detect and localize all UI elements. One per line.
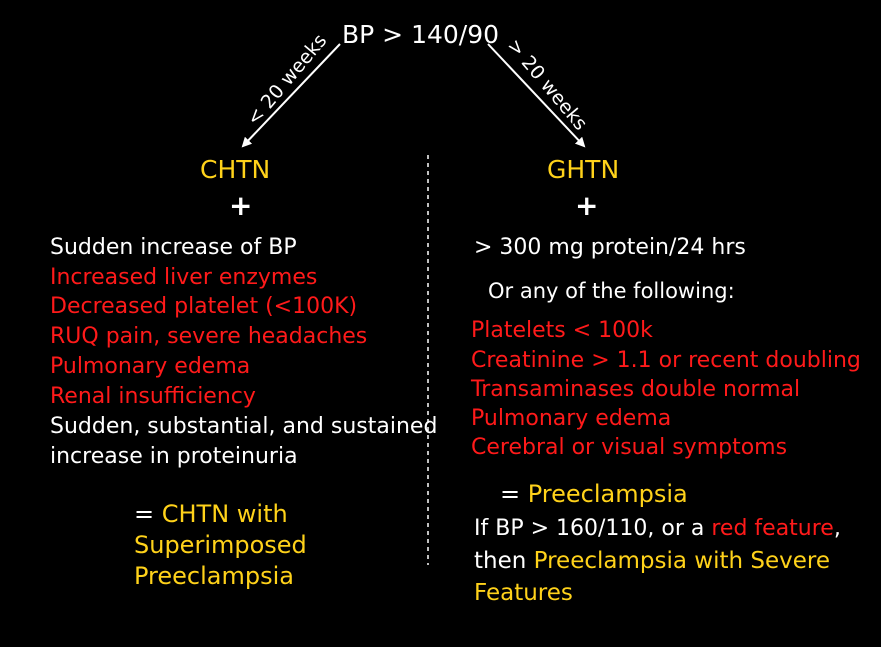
list-item: Cerebral or visual symptoms	[471, 435, 788, 460]
right-header: GHTN	[547, 155, 620, 184]
right-result: = Preeclampsia	[500, 480, 688, 508]
list-item: Pulmonary edema	[50, 354, 251, 379]
list-item: Creatinine > 1.1 or recent doubling	[471, 348, 861, 373]
left-branch-arrow	[241, 43, 341, 148]
severe-condition-line: If BP > 160/110, or a red feature,	[474, 516, 841, 541]
right-plus: +	[575, 189, 599, 222]
left-header: CHTN	[200, 155, 271, 184]
list-item: Sudden, substantial, and sustained	[50, 414, 438, 439]
right-criterion: > 300 mg protein/24 hrs	[474, 235, 746, 260]
root-node: BP > 140/90	[342, 20, 500, 49]
list-item: Renal insufficiency	[50, 384, 256, 409]
list-item: Decreased platelet (<100K)	[50, 294, 358, 319]
left-plus: +	[229, 189, 253, 222]
list-item: increase in proteinuria	[50, 444, 298, 469]
list-item: Sudden increase of BP	[50, 235, 297, 260]
list-item: RUQ pain, severe headaches	[50, 324, 368, 349]
list-item: Increased liver enzymes	[50, 265, 318, 290]
left-result-line-3: Preeclampsia	[134, 562, 294, 590]
severe-result-line-2: Features	[474, 580, 573, 606]
left-result-line-1: = CHTN with	[134, 500, 288, 528]
right-branch-arrow	[487, 43, 586, 148]
list-item: Pulmonary edema	[471, 406, 672, 431]
list-item: Platelets < 100k	[471, 318, 653, 343]
left-result-line-2: Superimposed	[134, 531, 307, 559]
severe-result-line-1: then Preeclampsia with Severe	[474, 548, 830, 574]
right-alt-text: Or any of the following:	[488, 279, 735, 303]
list-item: Transaminases double normal	[471, 377, 801, 402]
